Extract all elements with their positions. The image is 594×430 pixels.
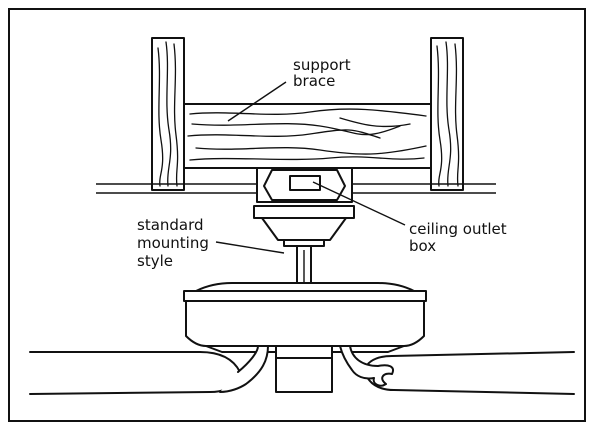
leader-lines [215,81,406,254]
support-brace [183,103,432,169]
support-brace-label: support brace [293,56,355,90]
ceiling-outlet-box [256,167,353,203]
right-blade [339,345,575,395]
outlet-box-leader [312,181,406,226]
left-blade [29,345,269,395]
motor-housing [183,282,427,353]
downrod [296,245,312,287]
left-joist [151,37,185,191]
right-joist [430,37,464,191]
switch-housing [275,345,333,393]
fan-canopy [253,205,355,247]
ceiling [96,183,496,194]
support-brace-leader [227,81,287,122]
ceiling-outlet-box-label: ceiling outlet box [409,220,511,255]
standard-mounting-style-label: standard mounting style [137,216,214,270]
mounting-style-leader [215,241,285,254]
